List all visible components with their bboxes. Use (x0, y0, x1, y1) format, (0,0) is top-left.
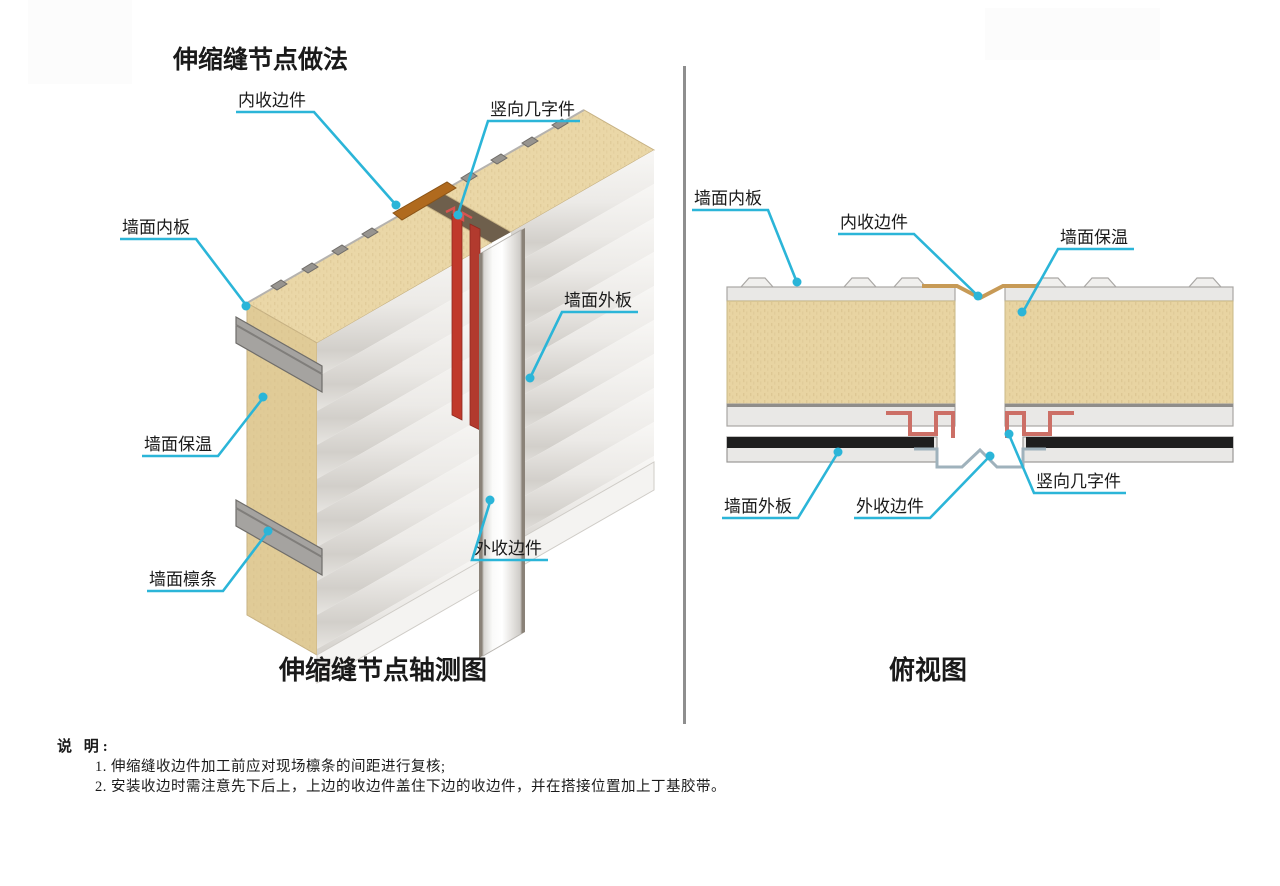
topview-label-insulation: 墙面保温 (1060, 228, 1128, 247)
axon-label-inner-panel: 墙面内板 (122, 218, 190, 237)
topview-left-outer-skin (726, 403, 956, 427)
topview-rib (740, 277, 774, 288)
axon-left-panel-end-grain (247, 303, 317, 655)
topview-label-inner-panel: 墙面内板 (694, 189, 762, 208)
topview-right-panel (1004, 277, 1234, 427)
topview-right-outer-skin-edge (1005, 404, 1233, 407)
top-view: 墙面内板 内收边件 墙面保温 墙面外板 外收边件 竖向几字件 俯视图 (692, 189, 1234, 685)
axon-label-outer-trim: 外收边件 (474, 539, 542, 558)
note-item-2: 2. 安装收边时需注意先下后上，上边的收边件盖住下边的收边件，并在搭接位置加上丁… (95, 779, 726, 795)
axon-left-panel (245, 202, 493, 684)
topview-rib (1188, 277, 1222, 288)
watermark-block-topleft (28, 0, 132, 84)
topview-outer-sheet-left-shadow (727, 437, 934, 448)
axon-label-purlin: 墙面檩条 (149, 570, 217, 589)
topview-rib (1083, 277, 1117, 288)
topview-right-inner-skin (1004, 286, 1234, 302)
topview-leaders: 墙面内板 内收边件 墙面保温 墙面外板 外收边件 竖向几字件 (692, 189, 1134, 520)
axon-outer-cover-trim (482, 229, 522, 657)
topview-rib (843, 277, 877, 288)
axon-label-vertical-z: 竖向几字件 (490, 100, 575, 119)
topview-left-inner-skin (726, 286, 956, 302)
axon-left-panel-corrugated-face (317, 243, 491, 655)
axon-left-panel-top-grain (247, 203, 491, 343)
topview-label-outer-trim: 外收边件 (856, 497, 924, 516)
axon-inner-trim (392, 181, 457, 221)
axon-joint-gap (421, 192, 511, 243)
topview-left-insulation-grain (727, 301, 955, 404)
topview-right-insulation-grain (1005, 301, 1233, 404)
topview-rib (893, 277, 927, 288)
axon-label-outer-panel: 墙面外板 (564, 291, 632, 310)
notes-heading: 说 明: (57, 739, 112, 755)
topview-z-piece-left (886, 411, 955, 438)
topview-label-inner-trim: 内收边件 (840, 213, 908, 232)
axon-label-inner-trim: 内收边件 (238, 91, 306, 110)
watermark-block-topright (985, 8, 1160, 60)
topview-label-outer-panel: 墙面外板 (724, 497, 792, 516)
topview-outer-sheet-right-shadow (1026, 437, 1233, 448)
topview-outer-trim (914, 447, 1046, 469)
axon-vertical-z-pieces (445, 206, 481, 431)
topview-z-piece-right (1005, 411, 1074, 438)
topview-left-panel (726, 277, 956, 427)
topview-left-outer-skin-edge (727, 404, 955, 407)
axon-top-clips (270, 118, 569, 291)
topview-right-outer-skin (1004, 403, 1234, 427)
axon-right-panel-top-grain (441, 110, 654, 232)
axon-leaders: 内收边件 竖向几字件 墙面内板 墙面外板 墙面保温 外收边件 墙面檩条 (120, 91, 638, 593)
axon-view-caption: 伸缩缝节点轴测图 (278, 655, 487, 685)
topview-label-vertical-z: 竖向几字件 (1036, 472, 1121, 491)
axon-right-panel (439, 109, 656, 573)
top-view-caption: 俯视图 (889, 655, 967, 685)
axon-right-panel-corrugated-face (511, 150, 654, 544)
page-title: 伸缩缝节点做法 (172, 45, 348, 74)
note-item-1: 1. 伸缩缝收边件加工前应对现场檩条的间距进行复核; (95, 759, 446, 775)
axonometric-view: 内收边件 竖向几字件 墙面内板 墙面外板 墙面保温 外收边件 墙面檩条 伸缩缝节… (120, 91, 656, 685)
axon-label-insulation: 墙面保温 (144, 435, 212, 454)
axon-purlins (235, 315, 323, 577)
